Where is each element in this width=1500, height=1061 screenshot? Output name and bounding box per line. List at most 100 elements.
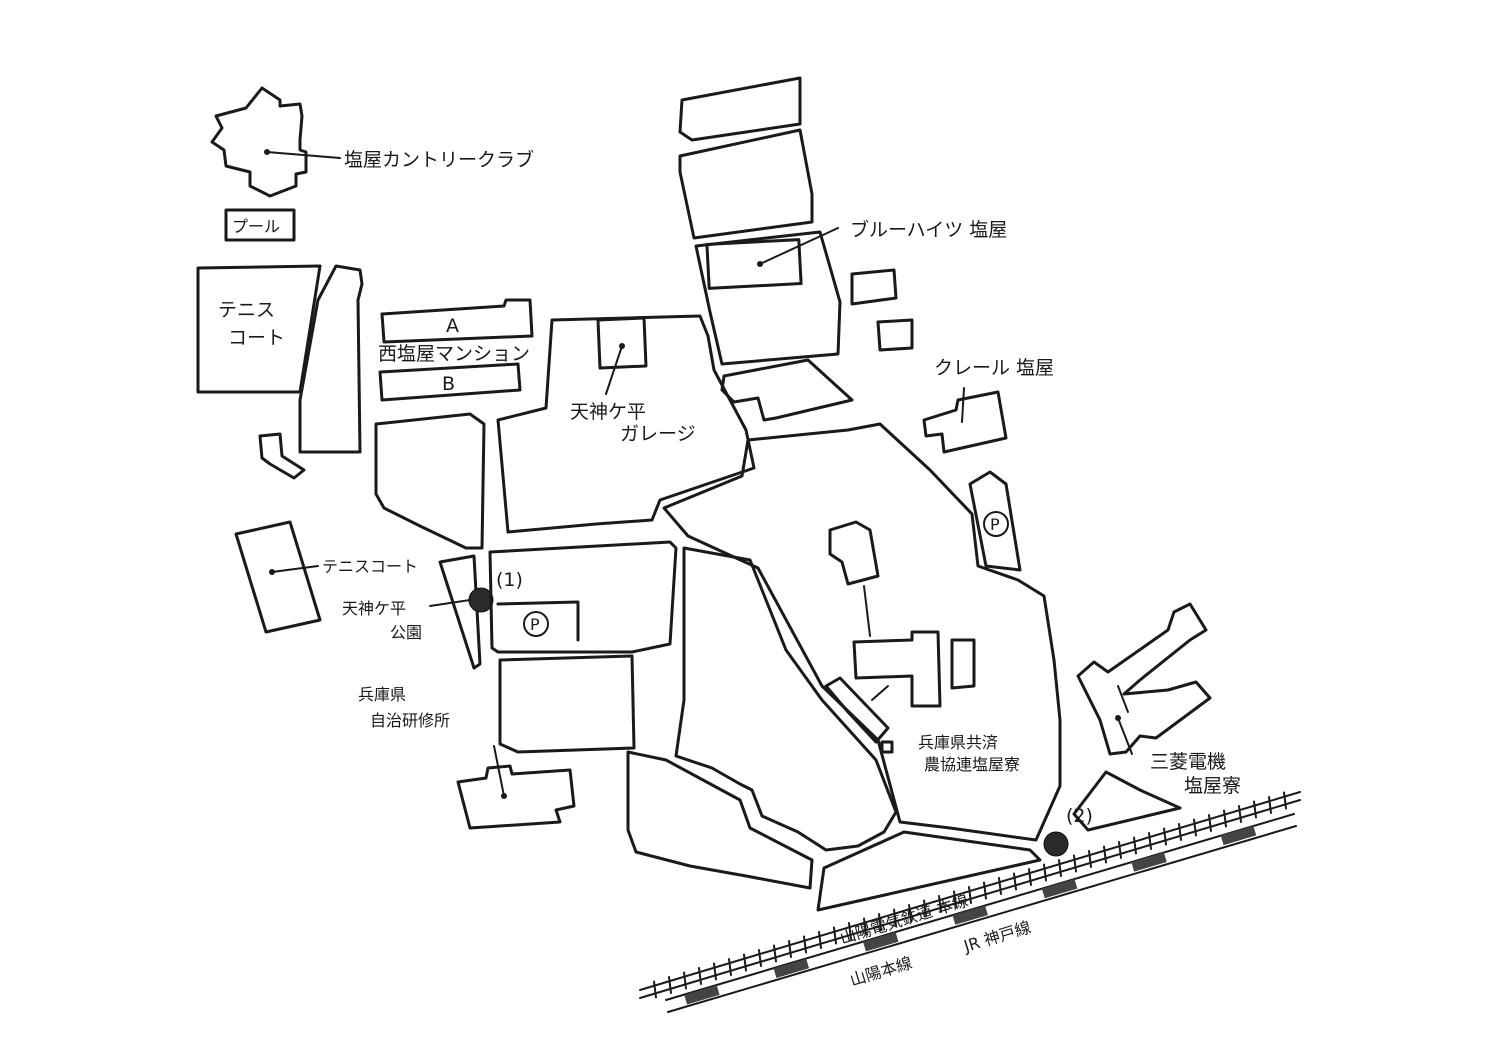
tenjin-garage: 天神ケ平 ガレージ [496,314,756,534]
rail-tick [788,940,792,958]
tennis-court-2-label: テニスコート [322,557,418,576]
tenjin-park: (1) 天神ケ平 公園 [342,554,523,670]
central-strip [674,546,898,852]
hyogo-label-line2: 自治研修所 [370,711,450,730]
rail-tick [1268,796,1272,814]
rail-tick [1148,832,1152,850]
small-building-west [258,432,306,480]
pool: プール [224,208,296,242]
rail-tick [758,949,762,967]
rail-tick [893,908,897,927]
park-label-line2: 公園 [390,623,422,642]
rail-tick [923,899,927,918]
rail-tick [803,935,807,954]
rail-tick [1118,841,1122,859]
rail-tick [953,890,957,909]
rail-tick [818,931,822,949]
rail-sanyo-main-label: 山陽本線 [848,953,915,990]
rail-tick [668,976,672,994]
rail-tick [1028,868,1032,886]
parking-west: P [488,540,678,654]
parking-east: P [968,470,1022,572]
rail-tick [1043,863,1047,882]
rail-tick [743,953,747,972]
rail-sleeper [684,985,720,1005]
country-club: 塩屋カントリークラブ [210,86,534,198]
rail-tick [1208,814,1212,832]
rail-tick [983,881,987,900]
country-club-label: 塩屋カントリークラブ [344,148,534,171]
road-east-curve [1072,770,1182,832]
mansion-name-label: 西塩屋マンション [378,343,530,365]
rail-jr-kobe-label: JR 神戸線 [961,918,1033,957]
rail-tick [833,926,837,945]
mansion-b-label: B [442,373,455,395]
rail-tick [1013,872,1017,891]
rail-sleeper [1220,825,1257,846]
rail-tick [998,877,1002,895]
mitsubishi-dorm: 三菱電機 塩屋寮 [1076,602,1241,797]
block-south [498,654,636,754]
rail-tick [773,944,777,963]
rail-sleeper [1131,852,1167,872]
parking-west-label: P [530,615,540,634]
rail-tick [1283,791,1287,810]
rail-tick [938,895,942,913]
tennis-court-1-label-line1: テニス [218,299,275,321]
mitsubishi-label-line1: 三菱電機 [1150,751,1226,773]
marker-2-label: (2) [1066,805,1093,827]
marker-1-label: (1) [496,569,523,591]
hyogo-label-line1: 兵庫県 [358,685,406,704]
railway-jr-kobe [665,813,1297,1013]
blue-heights-label: ブルーハイツ 塩屋 [850,218,1007,241]
garage-label-line1: 天神ケ平 [570,401,646,423]
park-label-line1: 天神ケ平 [342,599,406,618]
rail-tick [908,904,912,922]
rail-tick [1223,809,1227,828]
rail-sleeper [1041,878,1078,899]
mansion-a-label: A [446,315,459,337]
rail-tick [878,913,882,931]
parking-east-label: P [990,515,1000,534]
rail-sleeper [952,905,988,925]
rail-tick [728,958,732,976]
marker-2 [1043,831,1069,857]
garage-label-line2: ガレージ [620,423,696,445]
tennis-court-2: テニスコート [234,520,418,634]
block-south-lower [626,750,814,890]
rail-tick [1163,827,1167,846]
hyogo-training-center: 兵庫県 自治研修所 [358,685,576,830]
rail-tick [1088,850,1092,868]
rail-sanyo-electric-label: 山陽電気鉄道 本線 [838,891,971,948]
rail-sleeper [773,958,810,978]
rail-tick [1193,818,1197,837]
tennis-court-1-label-line2: コート [228,327,285,349]
mitsubishi-label-line2: 塩屋寮 [1184,775,1241,797]
pool-label: プール [232,217,280,236]
dormitory-label-line1: 兵庫県共済 [918,733,998,752]
tennis-court-1: テニス コート [196,264,322,394]
rail-tick [1253,800,1257,819]
northeast-blocks: ブルーハイツ 塩屋 [678,76,1007,422]
rail-tick [1103,845,1107,864]
rail-tick [713,962,717,981]
rail-tick [968,886,972,904]
nishi-shioya-mansion: A 西塩屋マンション B [378,298,534,402]
creil-shioya: クレール 塩屋 [922,357,1054,454]
road-strip-west [298,264,364,454]
rail-sleeper [863,932,899,952]
rail-tick [863,917,867,936]
block-southwest [374,412,486,550]
rail-tick [1178,823,1182,841]
railway-sanyo-electric [639,791,1301,999]
rail-tick [698,967,702,985]
dormitory-campus: 兵庫県共済 農協連塩屋寮 [662,422,1062,842]
rail-tick [1238,805,1242,823]
creil-label: クレール 塩屋 [934,357,1054,379]
rail-tick [848,922,852,940]
rail-tick [683,971,687,990]
dormitory-label-line2: 農協連塩屋寮 [924,755,1020,774]
rail-tick [1058,859,1062,877]
road-strip-south [816,830,1042,912]
